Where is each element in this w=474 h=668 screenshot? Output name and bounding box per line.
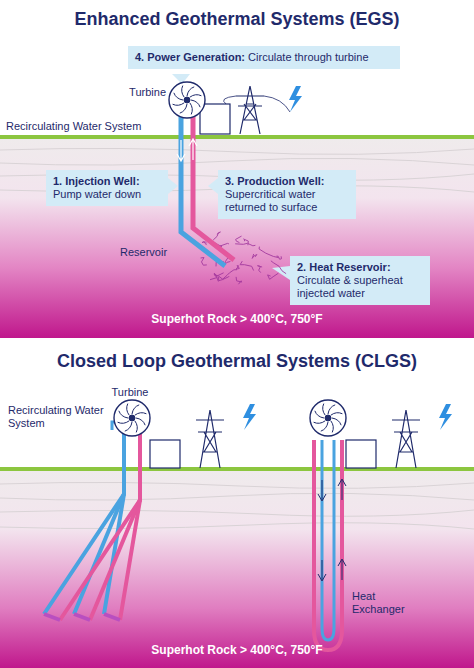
heat-exchanger (314, 440, 342, 650)
callout-heading: 3. Production Well: (225, 175, 349, 188)
callout-pointer (168, 178, 178, 194)
callout-pointer (208, 178, 218, 194)
lightning-bolt (243, 404, 256, 430)
rock-ground (0, 138, 474, 338)
diagram-title: Enhanced Geothermal Systems (EGS) (0, 8, 474, 30)
turbine-symbol (310, 400, 346, 436)
flow-arrow (318, 480, 326, 581)
flow-arrow (338, 479, 346, 580)
text-label: Reservoir (120, 246, 190, 259)
power-pylon (196, 410, 224, 468)
turbine-blades (118, 404, 343, 433)
section-title: Closed Loop Geothermal Systems (CLGS) (0, 350, 474, 372)
text-label: Recirculating Water System (8, 404, 104, 430)
callout-heading: 4. Power Generation: (135, 51, 245, 63)
callout-heading: 1. Injection Well: (53, 175, 161, 188)
callout-box: 1. Injection Well:Pump water down (46, 170, 168, 206)
lightning-bolt (289, 86, 302, 112)
callout-box: 2. Heat Reservoir:Circulate & superheat … (290, 256, 430, 305)
power-pylon (392, 410, 420, 468)
surface-line (0, 135, 474, 139)
turbine-symbol (169, 82, 205, 118)
heat-exchanger-inner (322, 440, 334, 640)
turbine-housing (150, 440, 180, 468)
callout-body: Circulate through turbine (248, 51, 368, 63)
flow-arrow (189, 139, 197, 160)
text-label: Turbine (90, 386, 170, 399)
text-label: Superhot Rock > 400°C, 750°F (0, 644, 474, 657)
callout-body: Pump water down (53, 188, 161, 201)
surface-line (0, 467, 474, 471)
callout-box: 4. Power Generation: Circulate through t… (128, 46, 400, 69)
rock-ground (0, 470, 474, 668)
text-label: Heat Exchanger (352, 590, 422, 616)
strata (0, 482, 474, 529)
text-label: Turbine (106, 86, 166, 99)
callout-heading: 2. Heat Reservoir: (297, 261, 423, 274)
flow-arrow (177, 140, 185, 161)
turbine-symbol (114, 400, 150, 436)
callout-pointer (272, 266, 290, 280)
lightning-bolt (439, 404, 452, 430)
turbine-housing (200, 104, 230, 134)
text-label: Superhot Rock > 400°C, 750°F (0, 313, 474, 326)
power-line (224, 96, 290, 112)
turbine-housing (346, 440, 376, 468)
callout-body: Circulate & superheat injected water (297, 274, 423, 300)
callout-box: 3. Production Well:Supercritical water r… (218, 170, 356, 219)
callout-body: Supercritical water returned to surface (225, 188, 349, 214)
turbine-blades (173, 86, 202, 115)
closed-loop-laterals (44, 428, 140, 620)
text-label: Recirculating Water System (6, 120, 176, 133)
power-pylon (236, 86, 264, 134)
